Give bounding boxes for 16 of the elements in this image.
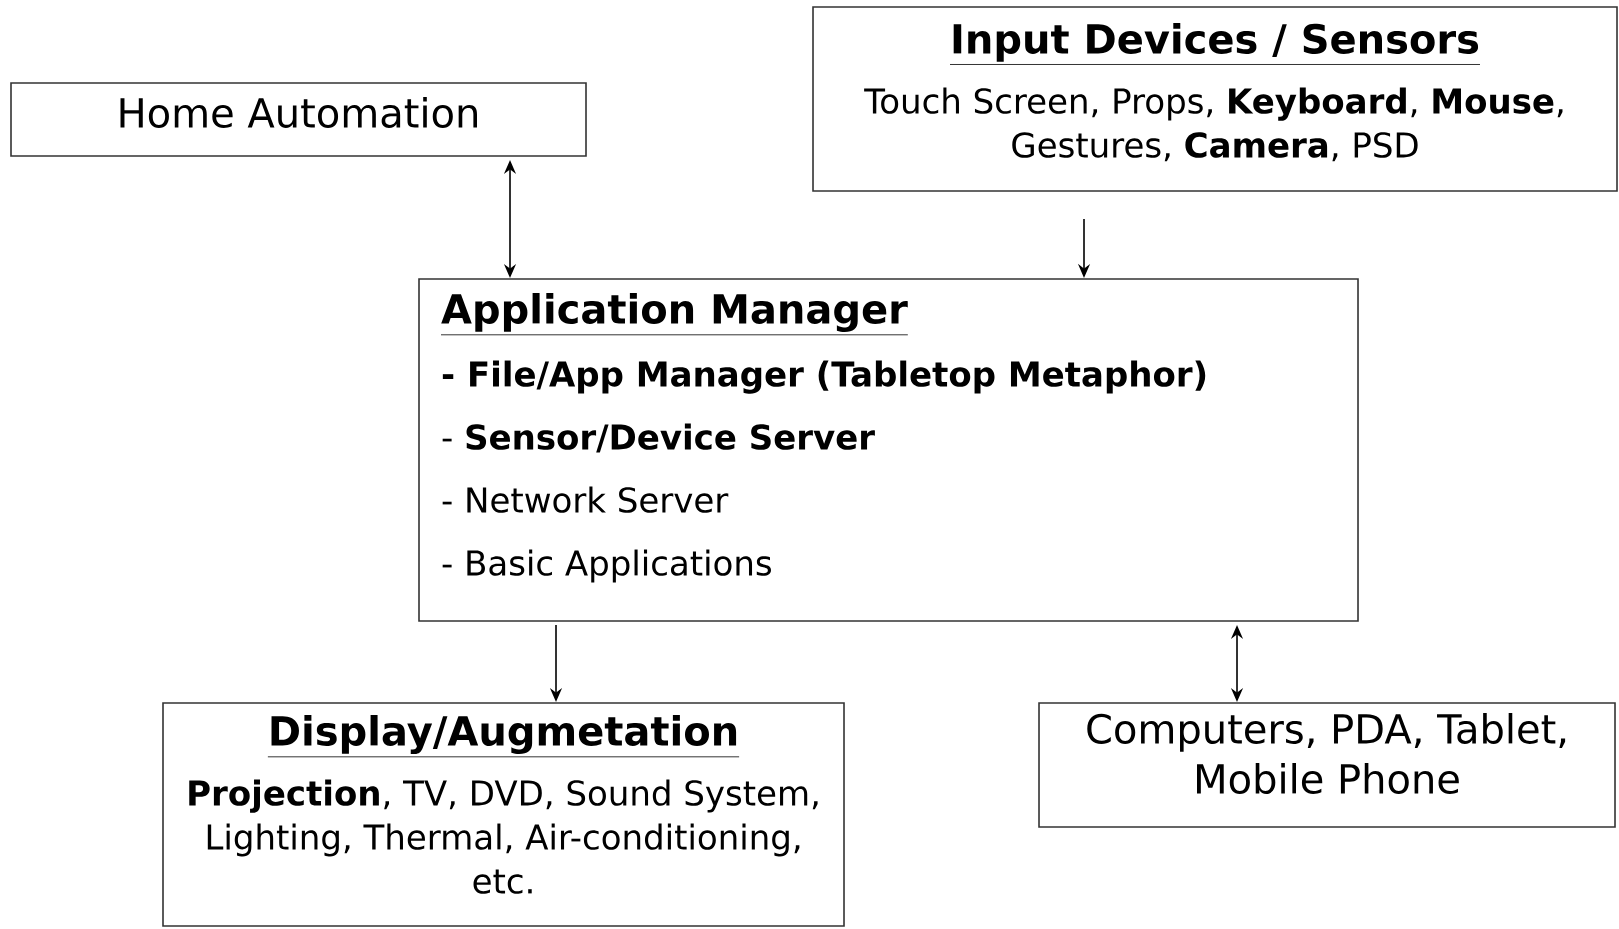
heading: Input Devices / Sensors (949, 23, 1481, 65)
list-item: - Basic Applications (442, 549, 771, 583)
list-item: - Sensor/Device Server (442, 423, 875, 453)
body-text: Touch Screen, Props, Keyboard, Mouse, Gestures, Camera, PSD (864, 87, 1563, 162)
text-box (1038, 702, 1616, 828)
text-box (162, 702, 845, 927)
text-box (10, 82, 587, 157)
text-box (418, 278, 1359, 622)
list-item: - Network Server (442, 486, 729, 513)
body-text: Projection, TV, DVD, Sound System, Lighting, Thermal, Air-conditioning, etc. (189, 779, 818, 894)
text-box (812, 6, 1618, 192)
list-item: - File/App Manager (Tabletop Metaphor) (442, 360, 1206, 394)
heading: Application Manager (440, 293, 909, 336)
heading: Display/Augmetation (267, 715, 740, 758)
node-label: Home Automation (120, 97, 477, 128)
node-label: Computers, PDA, Tablet, Mobile Phone (1087, 713, 1566, 794)
